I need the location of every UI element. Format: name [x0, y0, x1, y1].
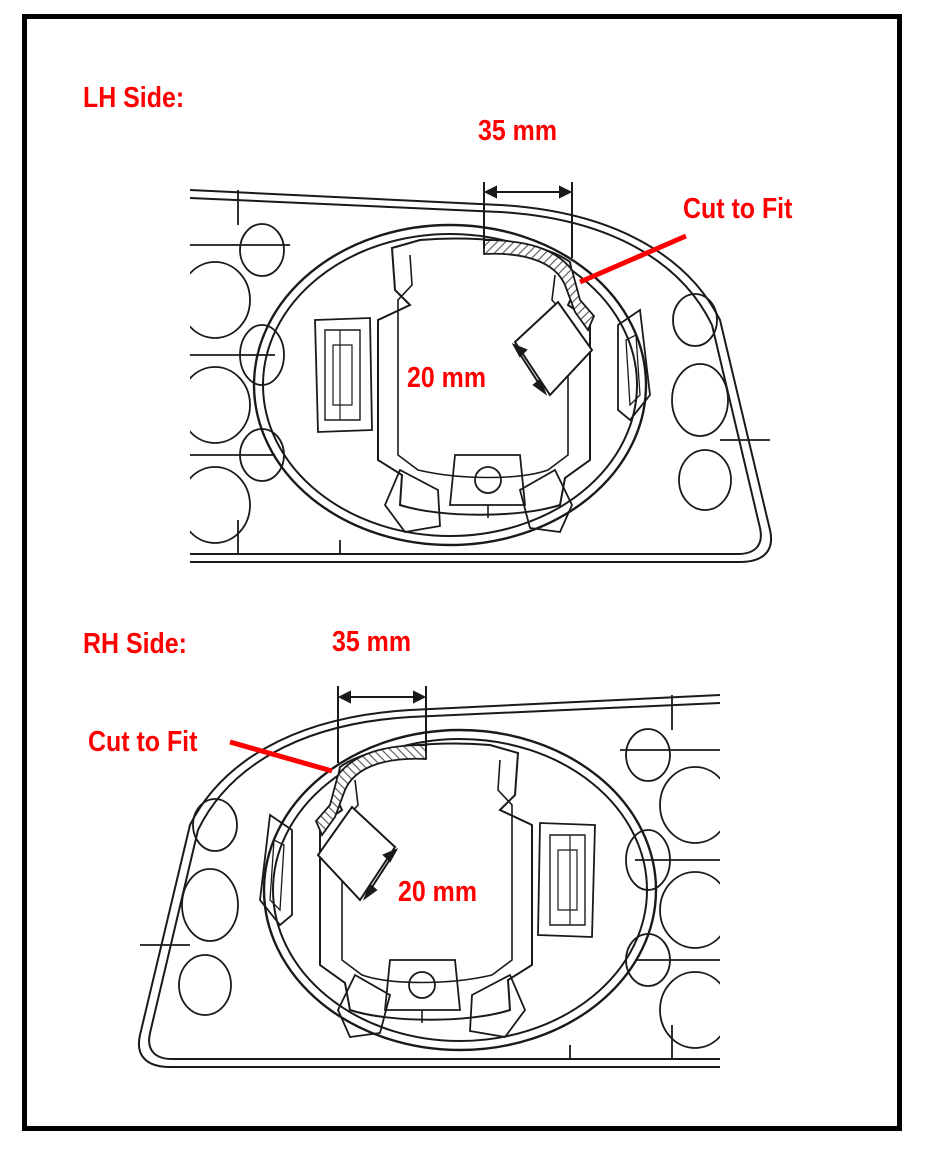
rh-callout-leader: [229, 739, 333, 774]
rh-width-dimension: [337, 686, 427, 763]
rh-cut-to-fit-label: Cut to Fit: [88, 726, 198, 758]
lh-width-dimension: [483, 182, 573, 258]
rh-depth-dimension-label: 20 mm: [398, 876, 478, 908]
lh-callout-leader: [579, 233, 687, 285]
rh-depth-dimension: [362, 847, 399, 901]
lh-width-dimension-label: 35 mm: [478, 115, 558, 147]
lh-depth-dimension-label: 20 mm: [407, 362, 487, 394]
lh-depth-dimension: [511, 342, 548, 396]
rh-width-dimension-label: 35 mm: [332, 626, 412, 658]
lh-cut-to-fit-label: Cut to Fit: [683, 193, 793, 225]
lh-side-label: LH Side:: [83, 82, 185, 114]
rh-side-label: RH Side:: [83, 628, 187, 660]
